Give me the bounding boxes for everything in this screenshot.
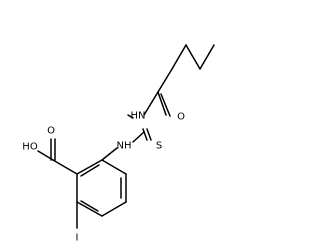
- label-iodine: I: [76, 233, 79, 244]
- ring-double-2: [80, 200, 99, 212]
- label-carbonyl-o: O: [177, 112, 185, 123]
- bonds: [37, 44, 215, 229]
- bond-chain-5: [157, 91, 167, 116]
- bond-nh-aryl: [101, 147, 118, 161]
- bond-chain-3: [171, 44, 187, 70]
- bond-c-s-2: [146, 128, 152, 141]
- bond-chain-1: [199, 44, 215, 70]
- label-thione-s: S: [156, 141, 162, 152]
- atom-labels: HN O NH S HO O I: [22, 111, 185, 244]
- ring-bond-3: [101, 201, 127, 217]
- bond-chain-4: [157, 68, 173, 93]
- label-amide-nh: HN: [131, 111, 146, 122]
- bond-carbonyl-n: [143, 91, 159, 116]
- bond-c-nh: [132, 131, 145, 143]
- ring-double-3: [80, 164, 100, 177]
- bond-ring-cooh: [52, 159, 78, 175]
- label-thioamide-nh: NH: [117, 141, 132, 152]
- ring-bond-1: [101, 159, 127, 175]
- ring-bond-4: [76, 201, 103, 217]
- ring-bond-6: [76, 159, 103, 175]
- bond-n-thiocarbonyl: [127, 114, 134, 119]
- bond-c-s-1: [142, 128, 148, 141]
- bond-chain-2: [185, 44, 201, 70]
- bond-carbonyl-double: [160, 93, 171, 117]
- chemical-structure: HN O NH S HO O I: [22, 44, 215, 244]
- label-acid-oh: HO: [22, 142, 38, 153]
- label-acid-o: O: [47, 126, 55, 137]
